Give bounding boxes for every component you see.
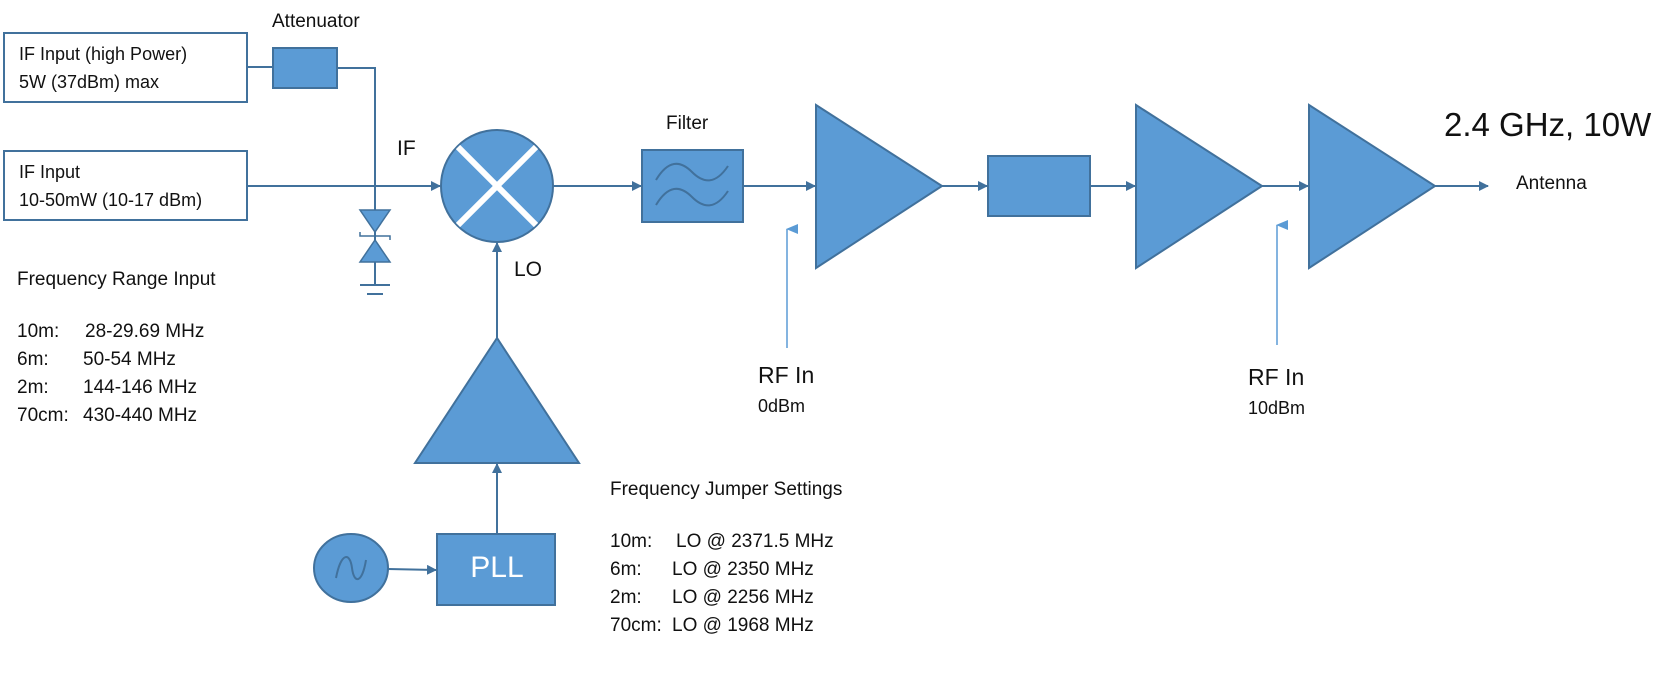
lo-label: LO: [514, 258, 543, 281]
frequency-range-row: 10m: 28-29.69 MHz: [17, 318, 216, 346]
if-input-high-power-box: IF Input (high Power) 5W (37dBm) max: [3, 32, 248, 103]
if-label: IF: [397, 137, 416, 160]
amplifier-1-icon: [815, 103, 944, 270]
frequency-range-row: 2m: 144-146 MHz: [17, 374, 216, 402]
band-range: 144-146 MHz: [83, 377, 198, 398]
frequency-range-row: 6m: 50-54 MHz: [17, 346, 216, 374]
antenna-label: Antenna: [1516, 173, 1587, 194]
lo-frequency: LO @ 2256 MHz: [672, 587, 814, 608]
mixer-icon: [440, 129, 554, 243]
band-label: 10m:: [610, 531, 653, 552]
band-label: 6m:: [17, 349, 49, 370]
frequency-range-heading: Frequency Range Input: [17, 269, 216, 290]
wire-osc-to-pll: [387, 564, 437, 575]
rf-in-2-level: 10dBm: [1248, 398, 1306, 418]
jumper-row: 6m: LO @ 2350 MHz: [610, 556, 842, 584]
lo-amplifier-icon: [413, 336, 581, 464]
if-input-high-power-label: IF Input (high Power): [19, 44, 188, 64]
band-label: 70cm:: [17, 405, 69, 426]
band-label: 2m:: [17, 377, 49, 398]
attenuator-label: Attenuator: [272, 11, 360, 32]
frequency-range-row: 70cm: 430-440 MHz: [17, 402, 216, 430]
rf-in-2-label: RF In: [1248, 364, 1305, 390]
jumper-row: 70cm: LO @ 1968 MHz: [610, 612, 842, 640]
wire-attenuator-down: [337, 67, 376, 210]
rf-in-1-level: 0dBm: [758, 396, 806, 416]
lo-frequency: LO @ 2350 MHz: [672, 559, 814, 580]
if-input-high-power-max: 5W (37dBm) max: [19, 72, 160, 92]
amplifier-2-icon: [1135, 103, 1264, 270]
band-label: 70cm:: [610, 615, 662, 636]
lo-frequency: LO @ 2371.5 MHz: [676, 531, 834, 552]
jumper-row: 10m: LO @ 2371.5 MHz: [610, 528, 842, 556]
band-label: 2m:: [610, 587, 642, 608]
jumper-settings-section: Frequency Jumper Settings 10m: LO @ 2371.…: [610, 476, 842, 640]
band-range: 430-440 MHz: [83, 405, 198, 426]
if-input-box: IF Input 10-50mW (10-17 dBm): [3, 150, 248, 221]
frequency-range-section: Frequency Range Input 10m: 28-29.69 MHz 6…: [17, 266, 216, 430]
attenuator-block: [272, 47, 338, 89]
lo-frequency: LO @ 1968 MHz: [672, 615, 814, 636]
band-range: 28-29.69 MHz: [85, 321, 205, 342]
diagram-title: 2.4 GHz, 10W: [1444, 106, 1652, 143]
jumper-row: 2m: LO @ 2256 MHz: [610, 584, 842, 612]
jumper-settings-heading: Frequency Jumper Settings: [610, 479, 843, 500]
reference-oscillator-icon: [313, 533, 389, 603]
filter-label: Filter: [666, 113, 709, 134]
if-input-label: IF Input: [19, 162, 81, 182]
protection-diode-icon: [358, 186, 392, 295]
rf-in-1-label: RF In: [758, 362, 815, 388]
pll-block: [436, 533, 556, 606]
pll-label: PLL: [470, 551, 524, 584]
band-label: 10m:: [17, 321, 60, 342]
intermediate-block: [987, 155, 1091, 217]
band-label: 6m:: [610, 559, 642, 580]
bandpass-filter-icon: [641, 149, 744, 223]
if-input-level: 10-50mW (10-17 dBm): [19, 190, 203, 210]
band-range: 50-54 MHz: [83, 349, 176, 370]
amplifier-3-icon: [1308, 103, 1437, 270]
